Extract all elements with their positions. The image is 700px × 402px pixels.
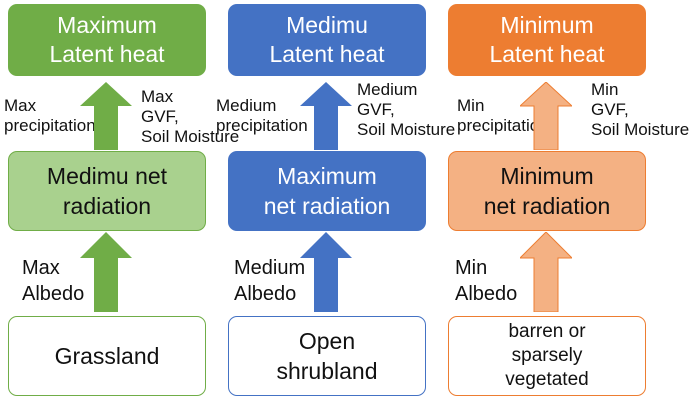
open-shrubland-gvf-soil-label: Medium GVF, Soil Moisture <box>357 80 456 139</box>
box-text-line: net radiation <box>263 193 391 219</box>
open-shrubland-precipitation-label: Medium precipitation <box>216 96 308 135</box>
box-text-line: Maximum <box>57 12 157 38</box>
barren-precipitation-label: Min precipitation <box>457 96 549 135</box>
box-text-line: Latent heat <box>269 41 385 67</box>
grassland-precipitation-label: Max precipitation <box>4 96 96 135</box>
box-text-line: vegetated <box>505 369 589 390</box>
box-text-line: Latent heat <box>489 41 605 67</box>
grassland-upper-arrow <box>80 82 132 150</box>
grassland-lower-arrow <box>80 232 132 312</box>
box-text-line: barren or <box>508 321 586 342</box>
open-shrubland-latent-heat-box: Medimu Latent heat <box>228 4 426 76</box>
box-text-line: sparsely <box>511 345 583 366</box>
box-text-line: Medimu <box>286 12 368 38</box>
open-shrubland-box: Open shrubland <box>228 316 426 396</box>
box-text-line: Medimu net <box>46 163 168 189</box>
box-text-line: net radiation <box>483 193 611 219</box>
barren-lower-arrow <box>520 232 572 312</box>
open-shrubland-albedo-label: Medium Albedo <box>234 257 306 305</box>
open-shrubland-upper-arrow <box>300 82 352 150</box>
barren-latent-heat-box: Minimum Latent heat <box>448 4 646 76</box>
barren-net-radiation-box: Minimum net radiation <box>448 151 646 231</box>
box-text-line: Latent heat <box>49 41 165 67</box>
barren-sparsely-vegetated-box: barren or sparsely vegetated <box>448 316 646 396</box>
box-text-line: shrubland <box>276 358 378 384</box>
grassland-latent-heat-box: Maximum Latent heat <box>8 4 206 76</box>
barren-upper-arrow <box>520 82 572 150</box>
open-shrubland-lower-arrow <box>300 232 352 312</box>
box-text-line: Minimum <box>500 12 594 38</box>
box-text-line: Open <box>298 328 356 354</box>
grassland-gvf-soil-label: Max GVF, Soil Moisture <box>141 87 240 146</box>
grassland-albedo-label: Max Albedo <box>22 257 85 305</box>
box-text-line: Maximum <box>277 163 377 189</box>
grassland-net-radiation-box: Medimu net radiation <box>8 151 206 231</box>
barren-albedo-label: Min Albedo <box>455 257 518 305</box>
grassland-box: Grassland <box>8 316 206 396</box>
box-text-line: Minimum <box>500 163 594 189</box>
box-text-line: Grassland <box>54 343 160 369</box>
barren-gvf-soil-label: Min GVF, Soil Moisture <box>591 80 690 139</box>
open-shrubland-net-radiation-box: Maximum net radiation <box>228 151 426 231</box>
box-text-line: radiation <box>62 193 152 219</box>
